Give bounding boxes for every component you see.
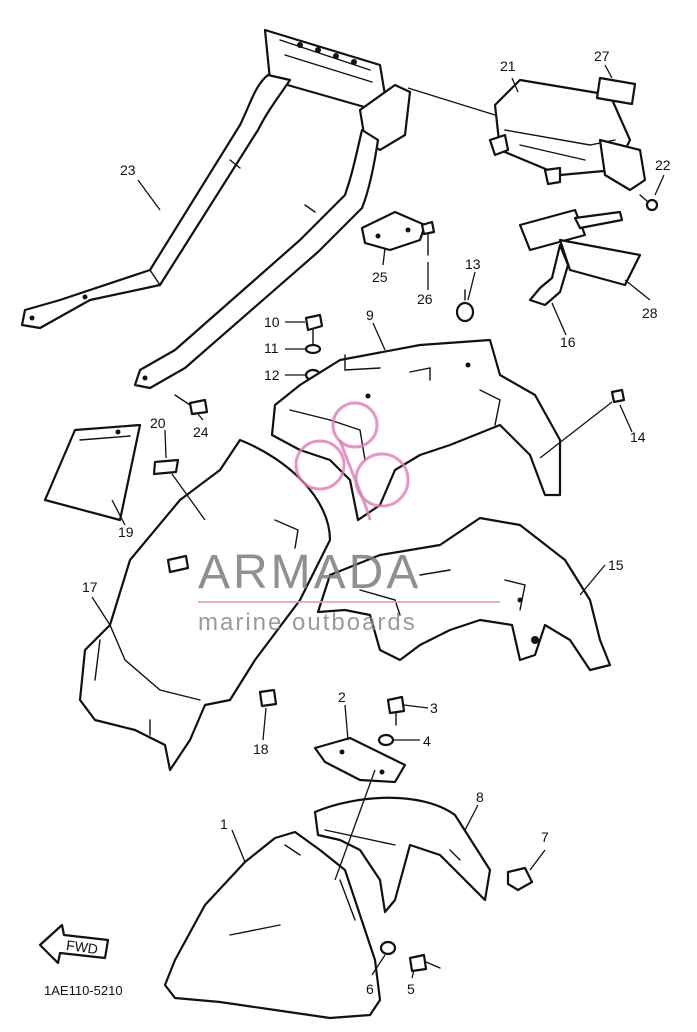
callout-7: 7 (541, 829, 549, 845)
callout-4: 4 (423, 733, 431, 749)
part-11-washer (304, 343, 322, 355)
callout-16: 16 (560, 334, 576, 350)
fwd-label: FWD (65, 937, 99, 957)
callout-27: 27 (594, 48, 610, 64)
callout-22: 22 (655, 157, 671, 173)
callout-20: 20 (150, 415, 166, 431)
fwd-arrow-icon: FWD (38, 923, 110, 965)
part-10-bolt (304, 313, 324, 346)
callout-19: 19 (118, 524, 134, 540)
part-1-front-fender (163, 769, 382, 1020)
part-27-label-sticker (595, 76, 637, 106)
callout-3: 3 (430, 700, 438, 716)
part-5-bolt (408, 953, 441, 973)
part-8-fender-stay (313, 796, 492, 914)
callout-17: 17 (82, 579, 98, 595)
part-2-mounting-plate (313, 736, 407, 784)
part-4-collar (377, 733, 395, 747)
part-28-license-bracket (518, 208, 642, 287)
armada-watermark: ARMADA marine outboards (198, 401, 500, 636)
part-13-grommet (455, 289, 475, 323)
part-20-reflector (152, 458, 180, 476)
callout-14: 14 (630, 429, 646, 445)
part-3-bolt (386, 695, 406, 726)
part-25-bracket (360, 210, 427, 252)
callout-26: 26 (417, 291, 433, 307)
part-24-bolt (174, 394, 209, 416)
callout-5: 5 (407, 981, 415, 997)
watermark-tagline: marine outboards (198, 609, 417, 636)
watermark-brand: ARMADA (198, 546, 421, 599)
drawing-code: 1AE110-5210 (44, 983, 123, 998)
callout-labels: 1 2 3 4 5 6 7 8 9 10 11 12 13 14 15 16 1… (44, 48, 671, 998)
callout-23: 23 (120, 162, 136, 178)
callout-9: 9 (366, 307, 374, 323)
callout-13: 13 (465, 256, 481, 272)
leader-lines (91, 64, 665, 979)
callout-12: 12 (264, 367, 280, 383)
callout-15: 15 (608, 557, 624, 573)
part-18-bolt (258, 688, 278, 708)
callout-11: 11 (264, 340, 279, 356)
part-19-mud-flap (43, 423, 142, 522)
part-17-inner-fender (78, 438, 332, 772)
part-21-taillight-housing (407, 78, 647, 192)
part-9-rear-fender-upper (270, 338, 562, 522)
callout-25: 25 (372, 269, 388, 285)
callout-6: 6 (366, 981, 374, 997)
callout-28: 28 (642, 305, 658, 321)
callout-2: 2 (338, 689, 346, 705)
callout-18: 18 (253, 741, 269, 757)
part-6-washer (379, 940, 397, 956)
part-16-stay (528, 243, 570, 307)
callout-24: 24 (193, 424, 209, 440)
part-22-screw (639, 194, 659, 212)
callout-10: 10 (264, 314, 280, 330)
callout-21: 21 (500, 58, 516, 74)
armada-logo-icon (294, 401, 410, 521)
part-23-frame-rails (20, 28, 412, 390)
part-15-rear-fender-lower (316, 516, 612, 672)
callout-8: 8 (476, 789, 484, 805)
part-14-bolt (539, 388, 626, 459)
part-26-screw (420, 220, 436, 256)
part-7-clip (506, 866, 534, 892)
callout-1: 1 (220, 816, 228, 832)
